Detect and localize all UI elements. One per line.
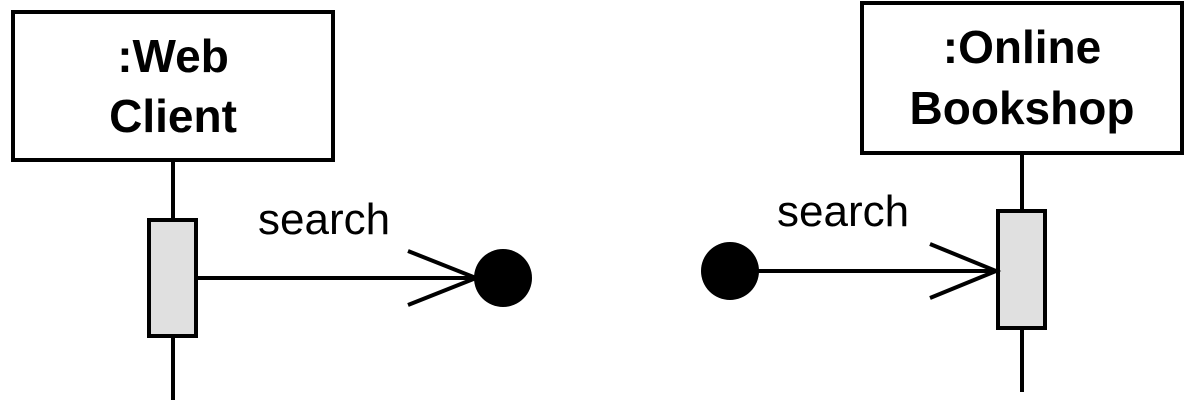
web-client-box (11, 10, 335, 162)
web-client-activation (147, 218, 198, 338)
found-message: search (701, 187, 1002, 300)
online-bookshop-label-line2: Bookshop (910, 82, 1135, 134)
lifeline-web-client: :Web Client (11, 10, 335, 400)
web-client-label-line1: :Web (117, 30, 229, 82)
online-bookshop-label-line1: :Online (943, 21, 1101, 73)
found-message-label: search (777, 187, 909, 236)
lost-message-endpoint (474, 249, 532, 307)
lost-message-label: search (258, 195, 390, 244)
found-message-startpoint (701, 242, 759, 300)
web-client-label-line2: Client (109, 90, 237, 142)
online-bookshop-activation (996, 209, 1047, 330)
found-message-arrowhead (929, 242, 1002, 300)
lifeline-online-bookshop: :Online Bookshop (860, 1, 1184, 392)
lost-message: search (196, 195, 532, 307)
